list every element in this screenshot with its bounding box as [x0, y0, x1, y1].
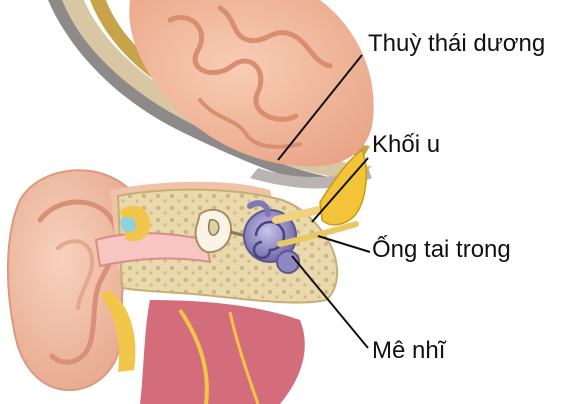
label-temporal-lobe: Thuỳ thái dương [368, 30, 545, 58]
temporal-lobe [129, 0, 374, 167]
label-tumor: Khối u [372, 131, 440, 159]
label-internal-auditory-canal: Ống tai trong [372, 236, 511, 264]
soft-tissue [140, 300, 305, 404]
label-labyrinth: Mê nhĩ [372, 337, 445, 365]
